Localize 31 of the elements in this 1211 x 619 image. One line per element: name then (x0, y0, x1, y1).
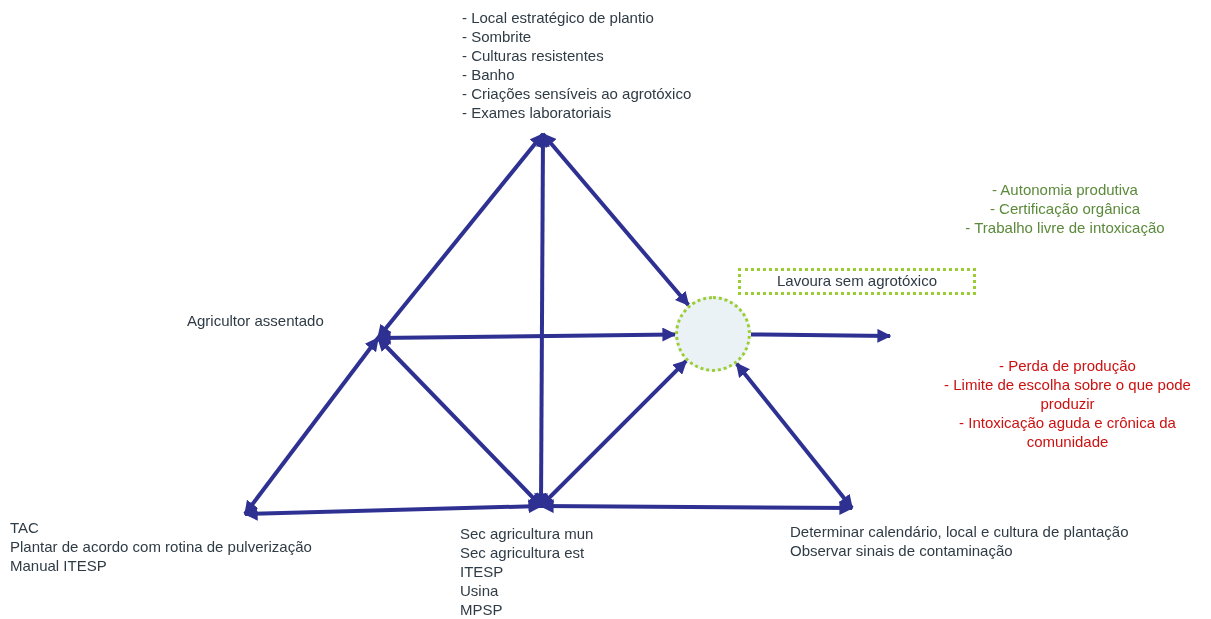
text-line: - Local estratégico de plantio (462, 8, 654, 27)
double-arrow (243, 499, 543, 521)
text-line: Determinar calendário, local e cultura de plantação (790, 522, 1129, 541)
text-line: Usina (460, 581, 499, 600)
double-arrow (243, 336, 380, 516)
risk-text: - Limite de escolha sobre o que pode produzir (943, 375, 1192, 413)
text-line: Plantar de acordo com rotina de pulverização (10, 537, 312, 556)
text-line: TAC (10, 518, 39, 537)
arrow (750, 328, 892, 343)
text-line: Sec agricultura est (460, 543, 585, 562)
text-line: Manual ITESP (10, 556, 107, 575)
benefit-text: - Trabalho livre de intoxicação (965, 218, 1165, 237)
text-line: ITESP (460, 562, 504, 581)
text-line: - Criações sensíveis ao agrotóxico (462, 84, 692, 103)
text-line: Sec agricultura mun (460, 524, 594, 543)
risk-text: - Intoxicação aguda e crônica da comunidade (958, 413, 1177, 451)
benefit-text: - Autonomia produtiva (992, 180, 1138, 199)
text-line: - Sombrite (462, 27, 532, 46)
double-arrow (539, 499, 854, 515)
double-arrow (735, 362, 854, 510)
double-arrow (541, 132, 690, 307)
text-line: - Banho (462, 65, 515, 84)
text-line: - Culturas resistentes (462, 46, 604, 65)
text-line: MPSP (460, 600, 503, 619)
node-label: Agricultor assentado (187, 310, 371, 333)
double-arrow (376, 132, 545, 340)
dotted-label-box: Lavoura sem agrotóxico (738, 268, 976, 295)
text-line: - Exames laboratoriais (462, 103, 612, 122)
benefit-text: - Certificação orgânica (989, 199, 1141, 218)
risk-text: - Perda de produção (998, 356, 1137, 375)
text-line: Observar sinais de contaminação (790, 541, 1013, 560)
